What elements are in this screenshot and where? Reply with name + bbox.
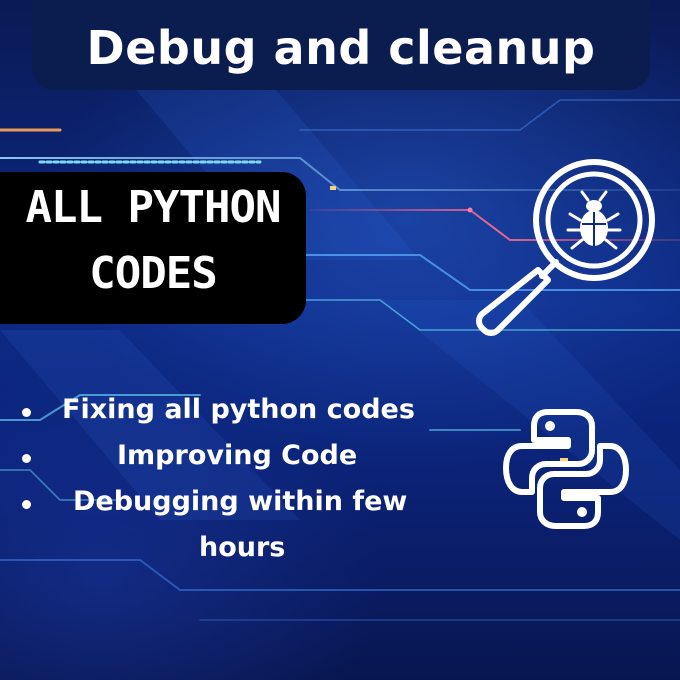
bullet-dot: [22, 454, 31, 463]
bullet-dot: [22, 500, 31, 509]
python-logo-icon: [503, 409, 629, 529]
list-item: Fixing all python codes: [62, 394, 415, 425]
list-item: Improving Code: [117, 440, 358, 471]
bullet-dot: [22, 408, 31, 417]
magnifier-bug-icon: [476, 159, 655, 336]
list-item-continuation: hours: [199, 532, 286, 563]
page-title: Debug and cleanup: [86, 21, 596, 75]
callout-line-1: ALL PYTHON: [25, 182, 282, 233]
callout-line-2: CODES: [89, 248, 217, 299]
callout-box: ALL PYTHON CODES: [0, 172, 306, 324]
title-banner: Debug and cleanup: [32, 0, 650, 90]
list-item: Debugging within few: [73, 486, 408, 517]
